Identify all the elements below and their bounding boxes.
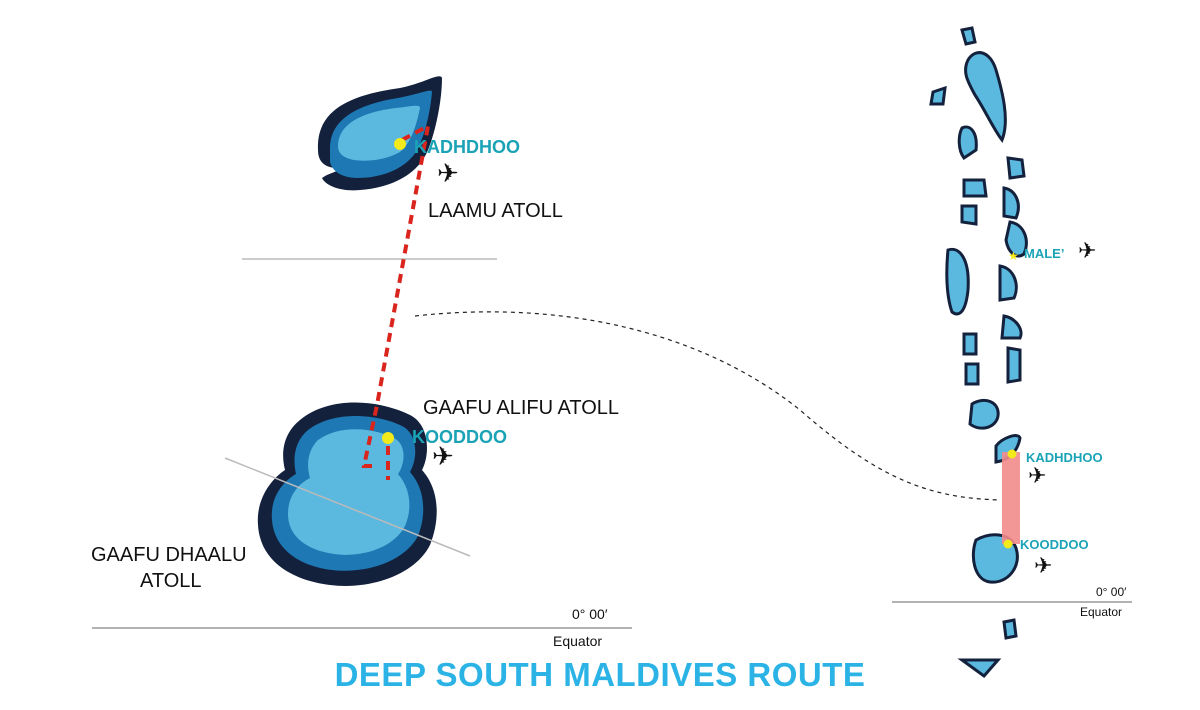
- male-star-icon: ★: [1008, 249, 1019, 263]
- equator-coordinate: 0° 00′: [572, 606, 608, 622]
- overview-kooddoo-label: KOODDOO: [1020, 537, 1089, 552]
- route-highlight: [1002, 452, 1020, 544]
- overview-kadhdhoo-label: KADHDHOO: [1026, 450, 1103, 465]
- overview-equator-coordinate: 0° 00′: [1096, 585, 1127, 599]
- airplane-icon: ✈: [437, 158, 459, 188]
- laamu-atoll-label: LAAMU ATOLL: [428, 200, 563, 222]
- kooddoo-airport-dot: [382, 432, 394, 444]
- gaafu-dhaalu-label-line1: GAAFU DHAALU: [91, 544, 247, 566]
- overview-kooddoo-dot: [1003, 539, 1013, 549]
- airplane-icon: ✈: [432, 441, 454, 471]
- kadhdhoo-label: KADHDHOO: [414, 137, 520, 157]
- atoll-boundary-line: [224, 457, 471, 557]
- gaafu-atoll: [257, 402, 437, 586]
- overview-equator-label: Equator: [1080, 605, 1123, 619]
- zoom-connector: [414, 311, 1001, 501]
- maldives-overview: [929, 26, 1028, 679]
- gaafu-alifu-label: GAAFU ALIFU ATOLL: [423, 397, 619, 419]
- airplane-icon: ✈: [1034, 553, 1053, 578]
- gaafu-dhaalu-label-line2: ATOLL: [140, 570, 202, 592]
- kooddoo-label: KOODDOO: [412, 427, 508, 447]
- equator-label: Equator: [553, 633, 603, 649]
- laamu-atoll: [317, 76, 442, 191]
- kadhdhoo-airport-dot: [394, 138, 406, 150]
- map-title: DEEP SOUTH MALDIVES ROUTE: [334, 656, 866, 693]
- male-label: MALE’: [1024, 246, 1065, 261]
- route-line: [361, 122, 431, 468]
- overview-kadhdhoo-dot: [1007, 449, 1017, 459]
- airplane-icon: ✈: [1078, 238, 1097, 263]
- airplane-icon: ✈: [1028, 463, 1047, 488]
